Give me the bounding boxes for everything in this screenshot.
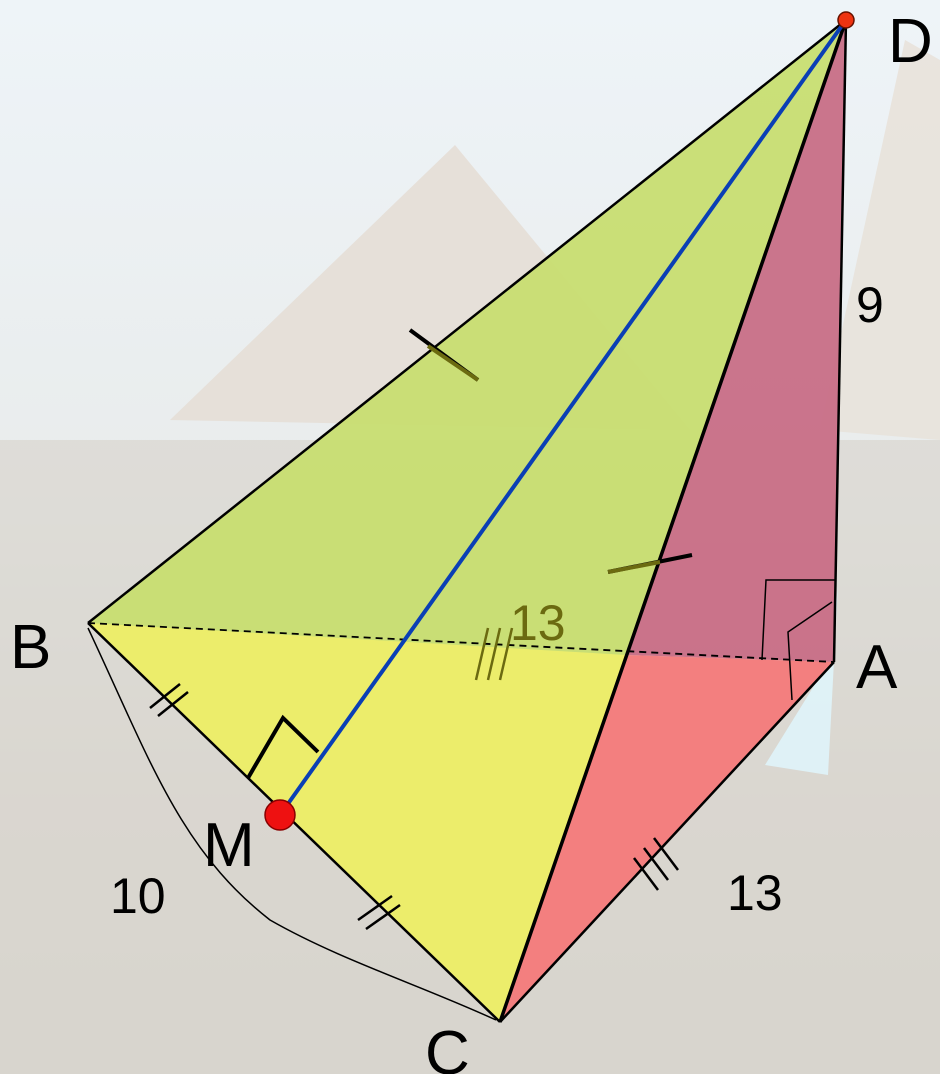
- edge-bc: [87, 622, 501, 1023]
- double-tick-mc: [357, 894, 401, 931]
- label-b: B: [10, 613, 51, 682]
- face-bca-lower: [88, 623, 626, 1022]
- median-dm: [278, 18, 848, 817]
- point-m: [264, 799, 296, 831]
- edge-bd: [87, 19, 847, 624]
- right-angle-mark-a-2: [787, 601, 833, 701]
- edge-ba-hidden: [87, 622, 835, 663]
- edge-da: [832, 19, 848, 663]
- length-da: 9: [856, 277, 884, 333]
- point-d: [837, 11, 855, 29]
- triple-tick-ca: [633, 837, 679, 891]
- label-m: M: [203, 811, 255, 880]
- length-bc: 10: [110, 868, 166, 924]
- tick-db-olive: [426, 344, 480, 382]
- pyramid-shape: [820, 40, 940, 440]
- base-sliver: [765, 585, 838, 775]
- length-ba: 13: [510, 595, 566, 651]
- edge-ca: [499, 661, 835, 1023]
- double-tick-bm: [149, 683, 189, 717]
- label-a: A: [856, 633, 898, 702]
- label-d: D: [888, 7, 933, 76]
- right-angle-mark-m: [246, 714, 320, 780]
- edge-cd: [498, 19, 848, 1023]
- length-ca: 13: [727, 865, 783, 921]
- brace-bc: [87, 627, 497, 1021]
- tick-dc-olive: [607, 560, 661, 574]
- right-angle-mark-a-1: [761, 579, 835, 661]
- triple-tick-ba: [474, 627, 514, 681]
- label-c: C: [425, 1019, 470, 1074]
